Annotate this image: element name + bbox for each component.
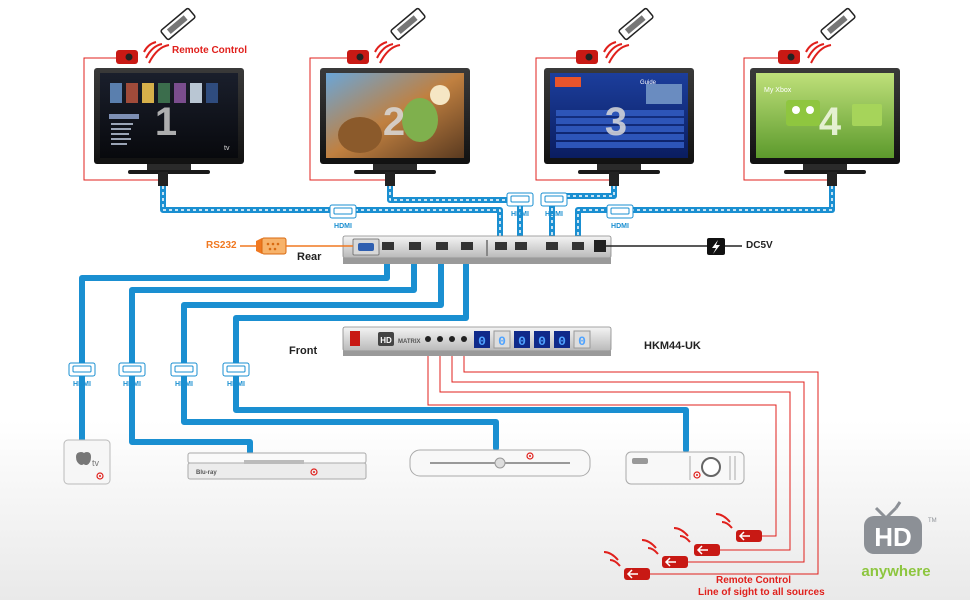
tv-2: 2 (320, 68, 470, 174)
brand-anywhere: anywhere (861, 563, 930, 580)
front-digit-3: 0 (518, 334, 526, 349)
tv-3-title: Guide (640, 80, 657, 86)
blu-ray-player: Blu-ray (187, 452, 367, 480)
hdmi-badges: HDMI HDMI HDMI HDMI HDMI HDMI HDMI HDMI (68, 192, 634, 388)
front-logo: HD (380, 336, 392, 345)
front-label: Front (289, 345, 318, 357)
rs232-connector (240, 237, 353, 255)
dc5v-power (606, 238, 742, 255)
ir-receivers-top (116, 50, 800, 64)
matrix-rear-unit (342, 235, 612, 264)
hdmi-output-cables (160, 186, 835, 242)
apple-tv: tv (63, 439, 111, 485)
tv-hdmi-plugs (158, 172, 837, 186)
model-label: HKM44-UK (644, 340, 701, 352)
brand-hd: HD (874, 522, 912, 552)
front-digit-6: 0 (578, 334, 586, 349)
rs232-label: RS232 (206, 240, 237, 251)
tv-3: Guide 3 (544, 68, 694, 174)
tv-4: My Xbox 4 (750, 68, 900, 174)
sky-box (409, 449, 591, 477)
tv-4-title: My Xbox (764, 87, 792, 94)
tv-3-number: 3 (605, 100, 627, 144)
front-digit-2: 0 (498, 334, 506, 349)
matrix-front-unit: HD MATRIX 0 0 0 0 0 0 (342, 326, 612, 356)
hd-anywhere-logo: HD TM anywhere (854, 498, 944, 584)
hdmi-label: HDMI (611, 223, 629, 230)
remote-control-bottom-label: Remote Control (716, 575, 791, 586)
remote-control-top-label: Remote Control (172, 45, 247, 56)
ir-waves-bottom (603, 513, 733, 567)
tv-4-number: 4 (819, 100, 842, 144)
line-of-sight-label: Line of sight to all sources (698, 587, 825, 598)
tv-1: 1 tv (94, 68, 244, 174)
tv-1-brand-text: tv (224, 145, 230, 152)
front-brand: MATRIX (398, 339, 421, 345)
hdmi-label: HDMI (511, 211, 529, 218)
rear-label: Rear (297, 251, 322, 263)
dc5v-label: DC5V (746, 240, 773, 251)
xbox-360 (625, 451, 745, 485)
hdmi-label: HDMI (175, 381, 193, 388)
front-digit-5: 0 (558, 334, 566, 349)
hdmi-label: HDMI (73, 381, 91, 388)
ir-waves-top (143, 41, 832, 64)
hdmi-label: HDMI (334, 223, 352, 230)
front-digit-1: 0 (478, 334, 486, 349)
ir-emitters-bottom (624, 530, 762, 580)
ir-wires-bottom (427, 346, 819, 575)
ir-wires-top (83, 57, 830, 181)
blu-ray-label: Blu-ray (196, 470, 217, 476)
hdmi-label: HDMI (227, 381, 245, 388)
tv-2-number: 2 (383, 100, 405, 144)
hdmi-label: HDMI (123, 381, 141, 388)
hdmi-label: HDMI (545, 211, 563, 218)
apple-tv-label: tv (92, 458, 100, 468)
front-digit-4: 0 (538, 334, 546, 349)
tv-1-number: 1 (155, 100, 177, 144)
brand-tm: TM (928, 518, 937, 524)
remote-controls-top (160, 7, 856, 41)
